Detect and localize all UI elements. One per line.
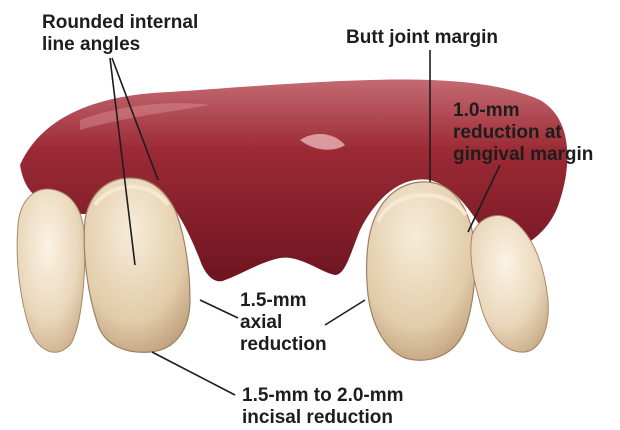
label-rounded-internal-line-angles: Rounded internal line angles (42, 12, 198, 56)
left-lateral-incisor (17, 189, 85, 352)
leader-incisal (152, 352, 235, 395)
label-incisal-reduction: 1.5-mm to 2.0-mm incisal reduction (242, 385, 404, 429)
label-gingival-reduction: 1.0-mm reduction at gingival margin (453, 100, 593, 166)
leader-axial-left (200, 300, 238, 318)
label-butt-joint-margin: Butt joint margin (346, 27, 498, 49)
leader-axial-right (325, 300, 365, 325)
label-axial-reduction: 1.5-mm axial reduction (240, 290, 327, 356)
